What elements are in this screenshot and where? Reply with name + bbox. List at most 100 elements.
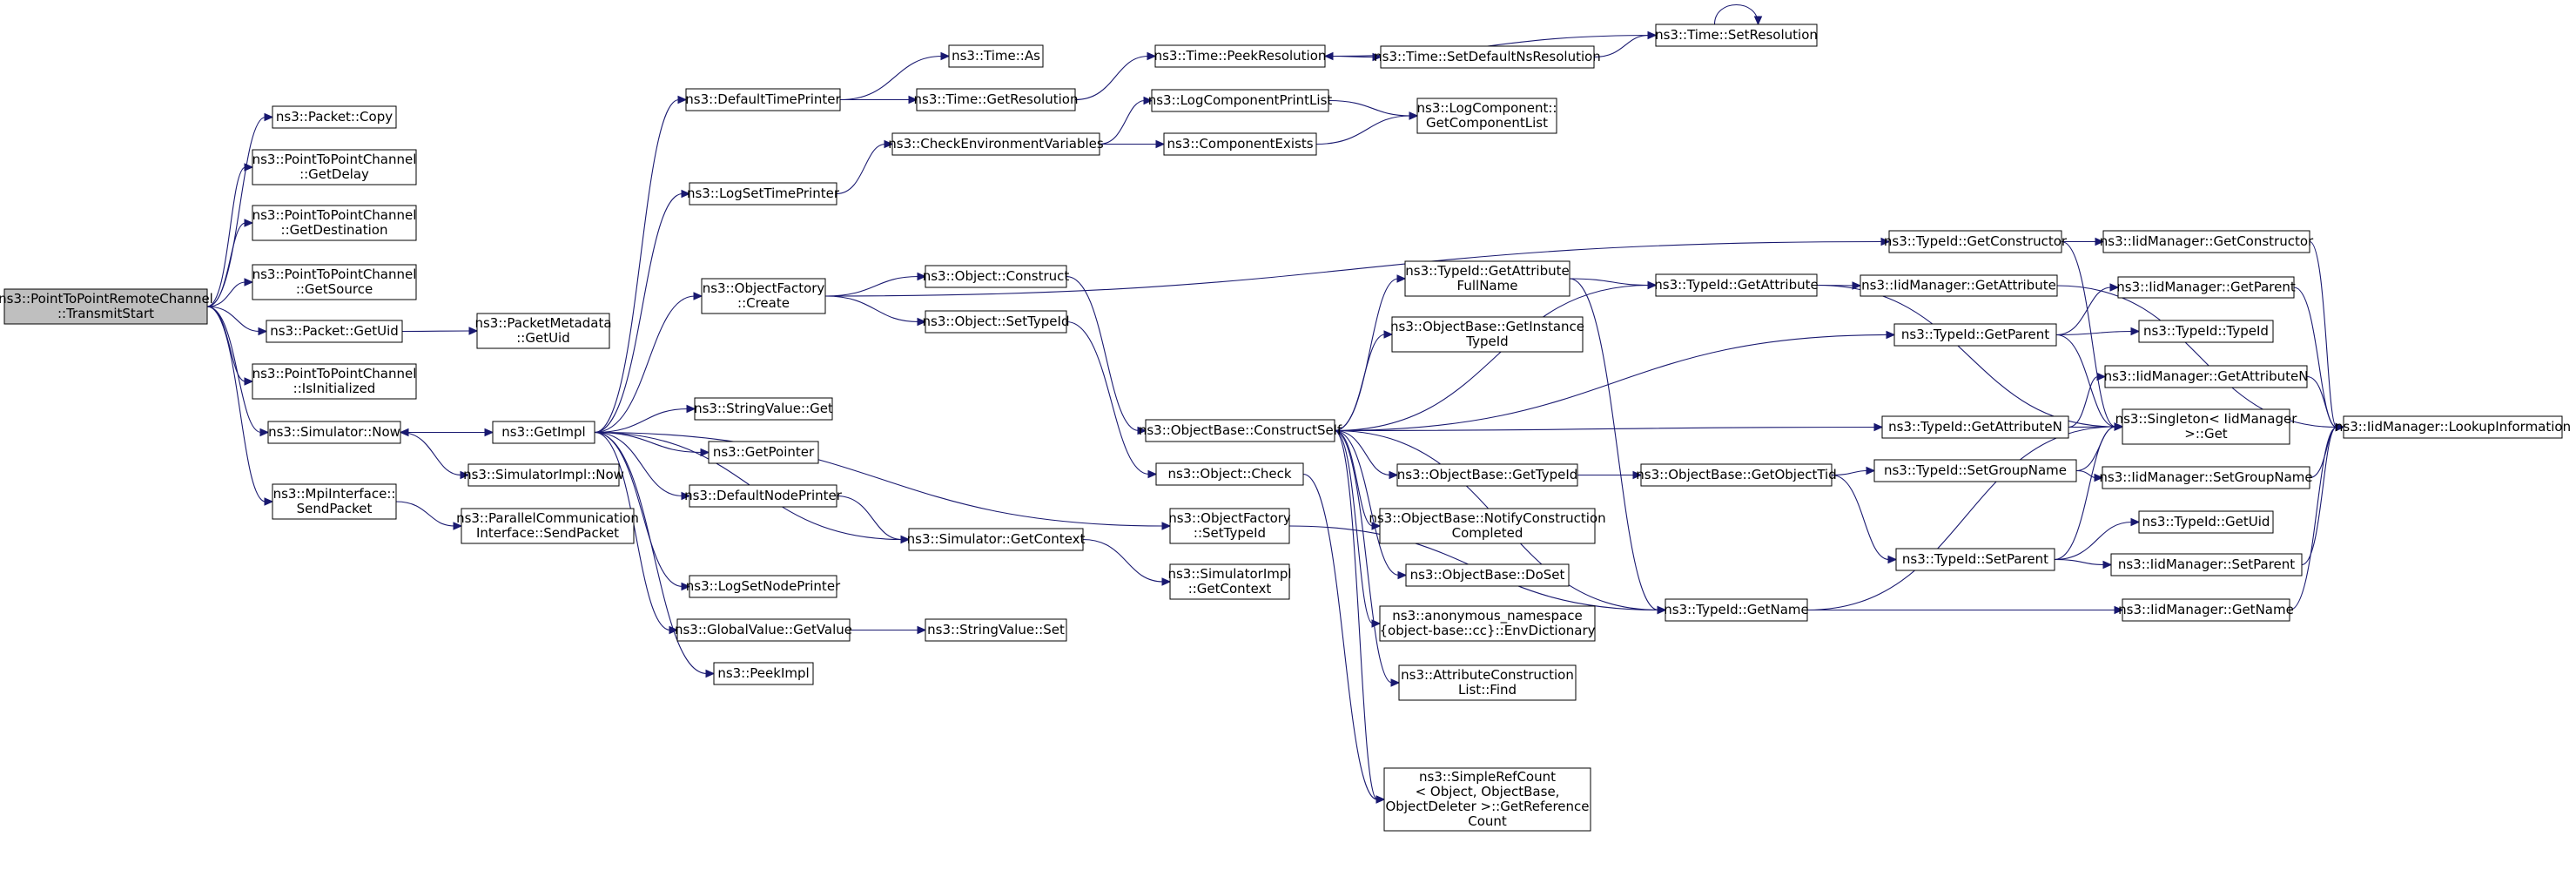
node-pktmeta-getuid[interactable]: ns3::PacketMetadata::GetUid [474,313,612,349]
edge-typeid_setparent-to-singleton_get [2054,422,2124,561]
node-label: ns3::Object::SetTypeId [923,314,1070,329]
edge-objfactory_create-to-typeid_getconstructor [824,237,1891,297]
node-iid-getname[interactable]: ns3::IidManager::GetName [2118,598,2294,622]
edge-objbase_constructself-to-typeid_getattrfullname [1334,274,1407,432]
edge-objbase_constructself-to-attrconstr_find [1334,429,1401,687]
node-iid-setparent[interactable]: ns3::IidManager::SetParent [2110,553,2303,576]
node-getpointer[interactable]: ns3::GetPointer [708,441,819,464]
node-label: {object-base::cc}::EnvDictionary [1380,623,1596,638]
node-log-set-time-printer[interactable]: ns3::LogSetTimePrinter [687,182,840,206]
node-object-check[interactable]: ns3::Object::Check [1155,462,1304,486]
node-label: ns3::IidManager::GetConstructor [2100,233,2314,249]
node-logcomp-getlist[interactable]: ns3::LogComponent::GetComponentList [1416,98,1557,134]
node-parallel-send[interactable]: ns3::ParallelCommunicationInterface::Sen… [456,508,639,544]
node-root[interactable]: ns3::PointToPointRemoteChannel::Transmit… [0,288,213,325]
node-time-peekres[interactable]: ns3::Time::PeekResolution [1154,44,1327,68]
node-singleton-get[interactable]: ns3::Singleton< IidManager>::Get [2115,408,2298,445]
node-getimpl[interactable]: ns3::GetImpl [492,421,595,444]
edge-objbase_getobjecttid-to-typeid_setparent [1831,474,1898,564]
node-label: ns3::PointToPointChannel [252,152,417,167]
node-stringvalue-set[interactable]: ns3::StringValue::Set [925,618,1067,642]
node-objbase-notify[interactable]: ns3::ObjectBase::NotifyConstructionCompl… [1369,508,1606,544]
node-iid-getattributen[interactable]: ns3::IidManager::GetAttributeN [2104,365,2309,388]
node-label: ns3::IidManager::SetGroupName [2099,469,2312,485]
node-p2p-getdest[interactable]: ns3::PointToPointChannel::GetDestination [252,205,417,241]
node-typeid-getattribute[interactable]: ns3::TypeId::GetAttribute [1654,273,1819,297]
node-packet-copy[interactable]: ns3::Packet::Copy [272,105,397,129]
node-p2p-isinit[interactable]: ns3::PointToPointChannel::IsInitialized [252,363,417,400]
call-graph-nodes: ns3::PointToPointRemoteChannel::Transmit… [0,24,2571,832]
node-time-as[interactable]: ns3::Time::As [948,44,1044,68]
node-label: ns3::IidManager::GetAttributeN [2104,368,2309,384]
node-object-settypeid[interactable]: ns3::Object::SetTypeId [923,310,1070,334]
node-objbase-constructself[interactable]: ns3::ObjectBase::ConstructSelf [1139,419,1342,442]
node-peekimpl[interactable]: ns3::PeekImpl [713,662,814,685]
node-sim-now[interactable]: ns3::Simulator::Now [267,421,401,444]
node-objbase-doset[interactable]: ns3::ObjectBase::DoSet [1405,563,1570,587]
edge-check_env-to-component_exists [1100,139,1166,149]
node-typeid-getuid[interactable]: ns3::TypeId::GetUid [2138,510,2274,534]
node-label: ns3::IidManager::LookupInformation [2335,419,2571,435]
edge-objbase_constructself-to-objbase_getinstancetypeid [1334,330,1394,432]
node-packet-getuid[interactable]: ns3::Packet::GetUid [266,320,403,343]
node-objfactory-create[interactable]: ns3::ObjectFactory::Create [701,278,826,314]
node-label: ns3::ObjectBase::DoSet [1410,567,1565,583]
node-typeid-typeid[interactable]: ns3::TypeId::TypeId [2138,320,2274,343]
edge-root-to-mpi_send [206,306,274,506]
node-simimpl-now[interactable]: ns3::SimulatorImpl::Now [463,463,624,487]
node-iid-getconstructor[interactable]: ns3::IidManager::GetConstructor [2100,230,2314,253]
node-p2p-getdelay[interactable]: ns3::PointToPointChannel::GetDelay [252,149,417,185]
node-iid-setgroupname[interactable]: ns3::IidManager::SetGroupName [2099,466,2313,489]
node-label: ns3::Object::Check [1167,466,1291,482]
node-label: ns3::ObjectBase::GetInstance [1390,319,1584,334]
node-component-exists[interactable]: ns3::ComponentExists [1163,132,1317,156]
node-logcomp-printlist[interactable]: ns3::LogComponentPrintList [1148,89,1333,112]
node-typeid-getparent[interactable]: ns3::TypeId::GetParent [1893,323,2057,347]
node-objbase-getobjecttid[interactable]: ns3::ObjectBase::GetObjectTid [1636,463,1837,487]
node-typeid-setparent[interactable]: ns3::TypeId::SetParent [1895,548,2055,571]
node-iid-lookupinfo[interactable]: ns3::IidManager::LookupInformation [2335,415,2571,439]
node-time-setdefaultns[interactable]: ns3::Time::SetDefaultNsResolution [1374,45,1601,69]
node-default-node-printer[interactable]: ns3::DefaultNodePrinter [684,484,843,508]
node-stringvalue-get[interactable]: ns3::StringValue::Get [694,397,833,421]
node-default-time-printer[interactable]: ns3::DefaultTimePrinter [685,88,842,111]
edge-getimpl-to-stringvalue_get [594,404,696,434]
edge-root-to-p2p_getdelay [206,163,254,307]
node-label: ns3::ObjectBase::GetTypeId [1397,467,1578,482]
node-iid-getattribute[interactable]: ns3::IidManager::GetAttribute [1860,274,2058,297]
node-label: ObjectDeleter >::GetReference [1385,799,1589,814]
edge-objbase_getobjecttid-to-typeid_setgroupname [1831,466,1876,476]
edge-getimpl-to-default_node_printer [594,431,691,501]
node-anon-envdict[interactable]: ns3::anonymous_namespace{object-base::cc… [1379,605,1596,642]
edge-default_node_printer-to-sim_getcontext [836,495,911,544]
node-typeid-setgroupname[interactable]: ns3::TypeId::SetGroupName [1873,459,2077,482]
node-typeid-getconstructor[interactable]: ns3::TypeId::GetConstructor [1884,230,2068,253]
node-typeid-getattributen[interactable]: ns3::TypeId::GetAttributeN [1881,415,2069,439]
node-simimpl-getcontext[interactable]: ns3::SimulatorImpl::GetContext [1167,563,1292,600]
node-mpi-send[interactable]: ns3::MpiInterface::SendPacket [272,483,397,520]
node-simplerefcount[interactable]: ns3::SimpleRefCount< Object, ObjectBase,… [1383,767,1591,832]
node-label: ns3::LogSetNodePrinter [686,578,841,594]
node-time-setres[interactable]: ns3::Time::SetResolution [1655,24,1818,47]
node-label: ns3::CheckEnvironmentVariables [888,136,1104,152]
node-iid-getparent[interactable]: ns3::IidManager::GetParent [2116,276,2296,299]
node-label: ns3::TypeId::SetParent [1902,551,2048,567]
edge-objbase_constructself-to-typeid_getattributen [1334,422,1884,432]
node-label: ns3::GlobalValue::GetValue [675,622,852,637]
node-check-env[interactable]: ns3::CheckEnvironmentVariables [888,132,1104,156]
node-sim-getcontext[interactable]: ns3::Simulator::GetContext [907,528,1086,551]
node-log-set-node-printer[interactable]: ns3::LogSetNodePrinter [686,575,841,598]
node-time-getres[interactable]: ns3::Time::GetResolution [914,88,1079,111]
node-p2p-getsource[interactable]: ns3::PointToPointChannel::GetSource [252,264,417,300]
node-object-construct[interactable]: ns3::Object::Construct [923,265,1070,288]
node-label: ns3::GetImpl [501,424,585,440]
node-typeid-getname[interactable]: ns3::TypeId::GetName [1664,598,1809,622]
node-globalvalue-getvalue[interactable]: ns3::GlobalValue::GetValue [675,618,852,642]
node-objbase-gettypeid[interactable]: ns3::ObjectBase::GetTypeId [1396,463,1578,487]
edge-time_peekres-to-time_setdefaultns [1324,52,1382,62]
node-label: ns3::StringValue::Get [694,401,833,416]
node-objfactory-settypeid[interactable]: ns3::ObjectFactory::SetTypeId [1168,508,1291,544]
